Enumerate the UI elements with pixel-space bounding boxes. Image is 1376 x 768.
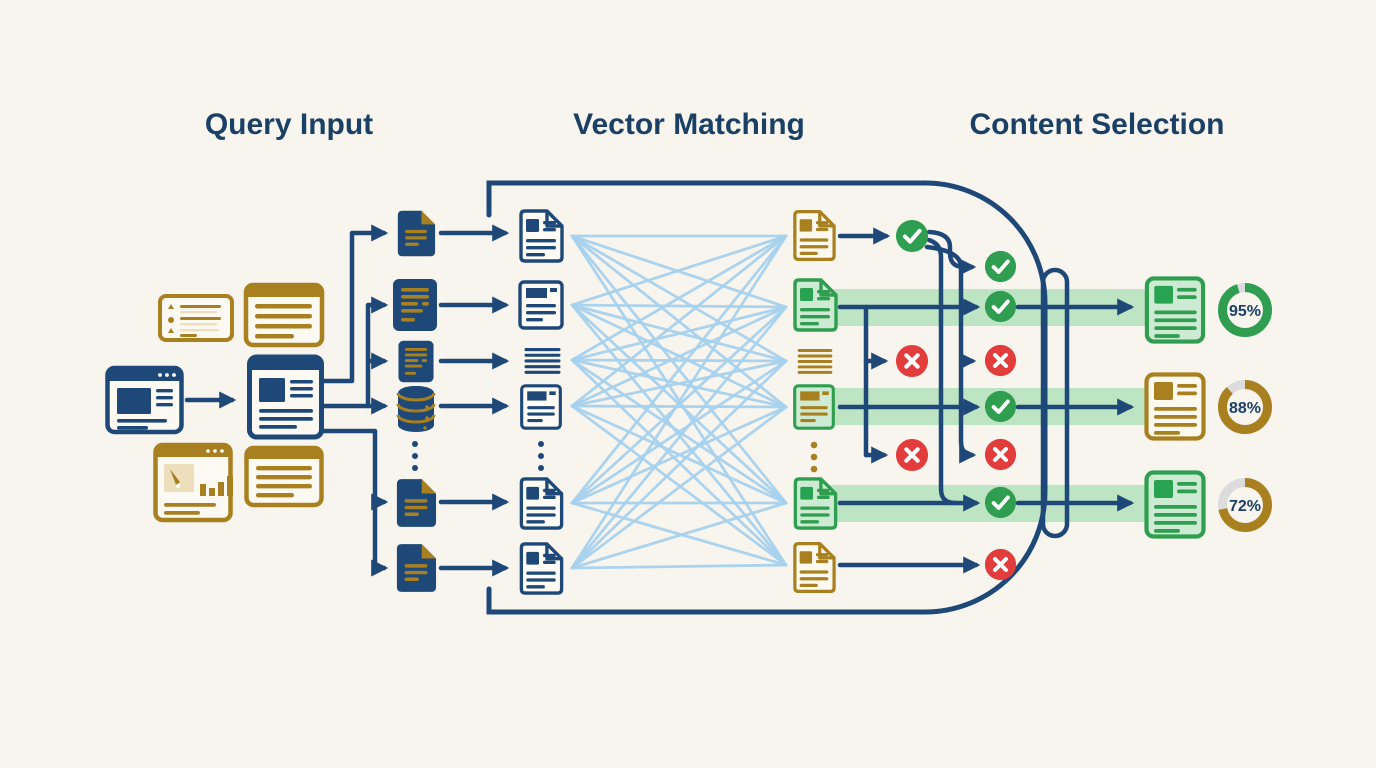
embedded-document-icon (521, 211, 562, 261)
candidate-green-document-icon (795, 478, 836, 529)
similarity-edge (570, 359, 788, 505)
query-source-web-page-window (105, 365, 184, 435)
check-badge-icon (895, 219, 929, 253)
similarity-edge (570, 305, 788, 505)
query-source-bulleted-list-card (158, 294, 234, 342)
stage-title-content-selection: Content Selection (969, 108, 1224, 141)
x-badge-icon (985, 439, 1016, 470)
embedded-document-icon (520, 282, 562, 328)
ellipsis-icon (538, 441, 544, 471)
similarity-edge (570, 405, 788, 505)
similarity-edge (570, 303, 788, 309)
database-icon (398, 386, 434, 432)
similarity-edge (570, 234, 788, 408)
query-source-text-card-bottom (244, 445, 324, 508)
score-label: 72% (1229, 498, 1261, 515)
similarity-edge (570, 405, 788, 570)
similarity-edge (570, 358, 788, 567)
result-card-green (1146, 278, 1204, 342)
result-list: 95% 88% 72% (1146, 278, 1272, 537)
check-badge-icon (984, 290, 1017, 323)
similarity-edge (570, 234, 788, 362)
check-badge-icon (984, 250, 1017, 283)
selection-collector-bracket (1040, 267, 1070, 539)
x-badge-icon (985, 549, 1016, 580)
candidate-column (794, 211, 836, 592)
chunk-document-small-icon (398, 340, 434, 383)
x-badge-icon (985, 345, 1016, 376)
similarity-edge (570, 234, 788, 570)
similarity-edge (570, 234, 788, 307)
vector-similarity-mesh (570, 234, 788, 570)
similarity-edge (570, 234, 788, 505)
similarity-edge (570, 563, 788, 570)
candidate-green-document-icon (794, 385, 834, 429)
result-card-green (1146, 472, 1204, 537)
primary-query-document-card (247, 354, 324, 440)
similarity-edge (570, 303, 788, 567)
query-source-analytics-chart-window (153, 442, 233, 523)
check-badge-icon (984, 486, 1017, 519)
embedded-column (520, 211, 562, 594)
embedded-document-icon (521, 478, 562, 529)
chunk-document-icon (393, 279, 437, 331)
score-donut-3: 72% (1218, 478, 1272, 532)
score-donut-2: 88% (1218, 380, 1272, 434)
embedded-document-icon (521, 385, 561, 429)
similarity-edge (570, 358, 788, 363)
score-label: 88% (1229, 400, 1261, 417)
similarity-edge (570, 501, 788, 570)
x-badge-icon (896, 439, 928, 471)
candidate-gold-document-icon (794, 543, 835, 592)
check-badge-icon (984, 390, 1017, 423)
connector-arrows (184, 224, 1135, 577)
similarity-edge (570, 305, 788, 362)
ellipsis-icon (412, 441, 418, 471)
chunk-column (393, 210, 437, 592)
similarity-edge (570, 404, 788, 567)
result-card-gold (1146, 374, 1204, 439)
ellipsis-icon (810, 441, 818, 473)
candidate-green-document-icon (795, 280, 836, 330)
score-donut-1: 95% (1218, 283, 1272, 337)
similarity-edge (570, 359, 788, 408)
candidate-gold-document-icon (794, 211, 835, 260)
stage-title-query-input: Query Input (205, 108, 373, 141)
embedded-document-icon (521, 543, 562, 594)
x-badge-icon (896, 345, 928, 377)
similarity-edge (570, 359, 788, 570)
similarity-edge (570, 305, 788, 408)
score-label: 95% (1229, 303, 1261, 320)
similarity-edge (570, 305, 788, 570)
stage-title-vector-matching: Vector Matching (573, 108, 805, 141)
query-source-text-card-top (243, 282, 325, 348)
